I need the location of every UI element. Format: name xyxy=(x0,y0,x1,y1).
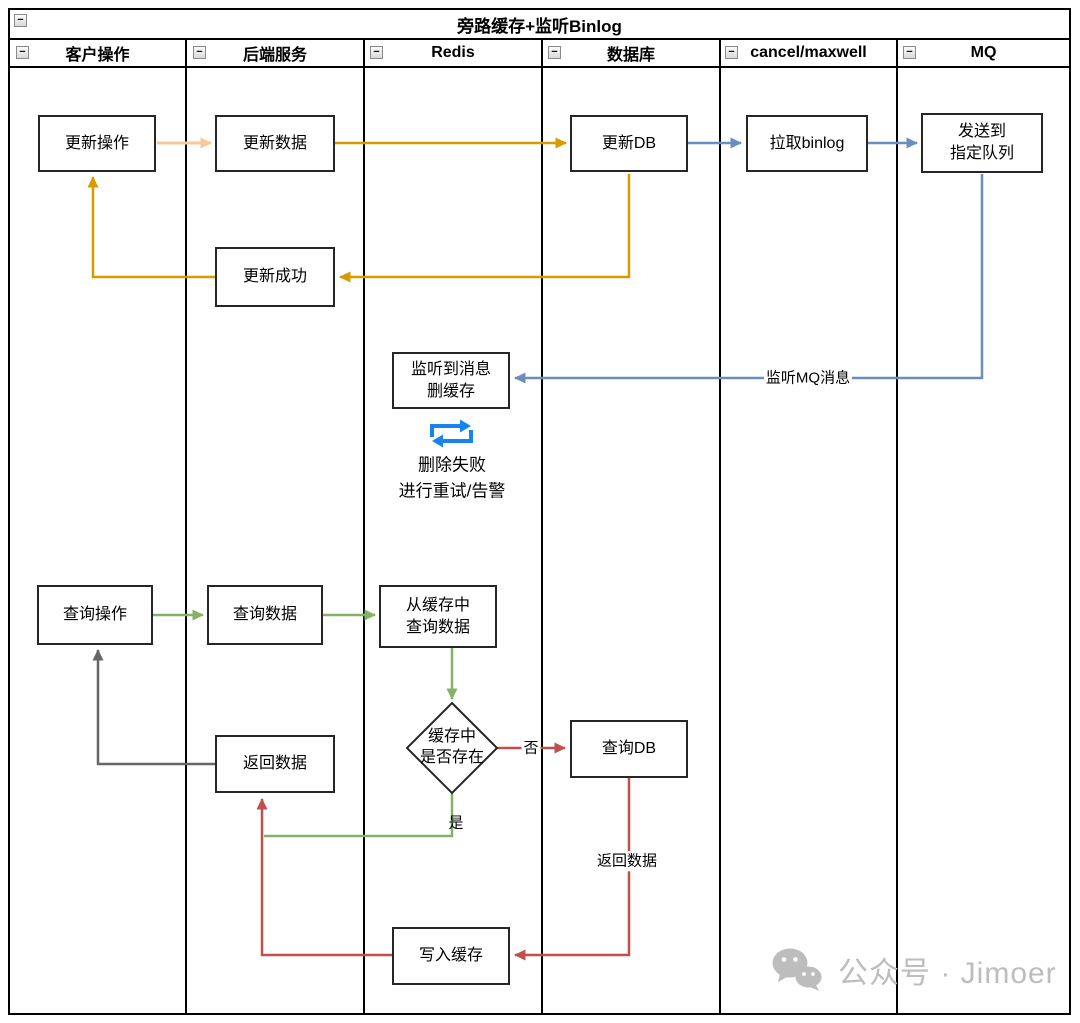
lane-collapse-button[interactable]: − xyxy=(370,46,383,59)
minus-icon: − xyxy=(373,46,380,58)
lane-header-mq: MQ xyxy=(970,44,997,61)
pool-title: 旁路缓存+监听Binlog xyxy=(457,16,622,36)
lane-header-maxwell: cancel/maxwell xyxy=(750,44,867,61)
lane-divider xyxy=(896,38,898,1013)
minus-icon: − xyxy=(17,14,24,26)
node-query-cache: 从缓存中 查询数据 xyxy=(379,585,497,648)
minus-icon: − xyxy=(19,46,26,58)
watermark: 公众号 · Jimoer xyxy=(770,946,1057,994)
minus-icon: − xyxy=(196,46,203,58)
lane-header-redis: Redis xyxy=(431,44,475,61)
node-send-queue: 发送到 指定队列 xyxy=(921,113,1043,173)
retry-loop-icon xyxy=(430,419,473,448)
node-update-success: 更新成功 xyxy=(215,247,335,307)
lane-collapse-button[interactable]: − xyxy=(725,46,738,59)
lane-collapse-button[interactable]: − xyxy=(16,46,29,59)
edge-label-yes: 是 xyxy=(448,814,464,832)
node-pull-binlog: 拉取binlog xyxy=(746,115,868,172)
header-divider xyxy=(8,66,1071,68)
node-query-db: 查询DB xyxy=(570,720,688,778)
edge-label-no: 否 xyxy=(521,738,541,758)
node-update-data: 更新数据 xyxy=(215,115,335,172)
node-write-cache: 写入缓存 xyxy=(392,927,510,985)
watermark-text: 公众号 · Jimoer xyxy=(838,957,1057,990)
node-query-op: 查询操作 xyxy=(37,585,153,645)
lane-header-backend: 后端服务 xyxy=(242,47,307,64)
title-divider xyxy=(8,38,1071,40)
lane-collapse-button[interactable]: − xyxy=(903,46,916,59)
lane-header-client: 客户操作 xyxy=(65,47,130,64)
lane-divider xyxy=(185,38,187,1013)
lane-divider xyxy=(363,38,365,1013)
decision-label: 缓存中 是否存在 xyxy=(419,728,485,766)
edge-decision-yes xyxy=(264,793,454,838)
minus-icon: − xyxy=(906,46,913,58)
retry-note: 删除失败 进行重试/告警 xyxy=(398,455,506,501)
edge-label-return-data: 返回数据 xyxy=(594,851,660,871)
decision-diamond xyxy=(405,701,499,795)
node-return-data: 返回数据 xyxy=(215,735,335,793)
lane-header-db: 数据库 xyxy=(606,47,655,64)
edge-updatesuccess-to-updateop xyxy=(87,176,215,279)
lane-collapse-button[interactable]: − xyxy=(548,46,561,59)
edge-returndata-to-queryop xyxy=(92,649,215,766)
wechat-icon xyxy=(772,948,822,991)
edge-writecache-to-returndata xyxy=(256,798,392,957)
edge-querydb-to-writecache xyxy=(514,778,631,961)
lane-divider xyxy=(719,38,721,1013)
node-update-db: 更新DB xyxy=(570,115,688,172)
node-update-op: 更新操作 xyxy=(38,115,156,172)
lane-divider xyxy=(541,38,543,1013)
lane-collapse-button[interactable]: − xyxy=(193,46,206,59)
node-query-data: 查询数据 xyxy=(207,585,323,645)
minus-icon: − xyxy=(728,46,735,58)
pool-collapse-button[interactable]: − xyxy=(14,14,27,27)
node-listen-delete: 监听到消息 删缓存 xyxy=(392,352,510,409)
edge-updatedb-to-updatesuccess xyxy=(339,174,631,283)
edge-sendqueue-to-listendelete xyxy=(514,174,984,384)
minus-icon: − xyxy=(551,46,558,58)
edge-label-listen-mq: 监听MQ消息 xyxy=(763,368,853,388)
